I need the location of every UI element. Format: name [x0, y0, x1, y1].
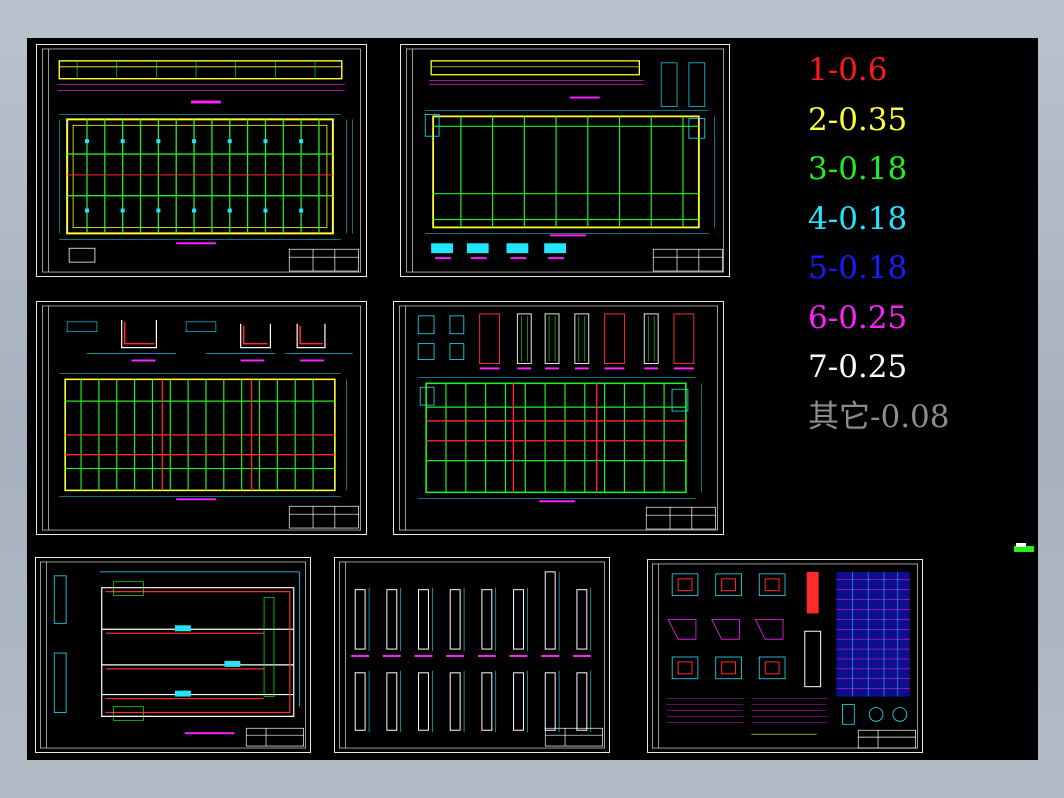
legend-item-1: 1-0.6 [808, 52, 888, 88]
sheet-6-drawing [339, 561, 605, 749]
drawing-sheet-7[interactable] [647, 559, 923, 753]
drawing-sheet-1[interactable] [36, 44, 367, 277]
cad-model-space[interactable] [27, 38, 1038, 760]
sheet-3-drawing [42, 305, 361, 531]
legend-item-6: 6-0.25 [808, 299, 908, 336]
legend-item-7: 7-0.25 [808, 349, 908, 385]
sheet-7-drawing [652, 563, 918, 749]
sheet-2-drawing [406, 48, 724, 273]
drawing-sheet-5[interactable] [35, 557, 311, 753]
drawing-sheet-6[interactable] [334, 557, 610, 753]
legend-item-5: 5-0.18 [808, 250, 908, 286]
legend-item-3: 3-0.18 [808, 151, 908, 187]
sheet-4-drawing [399, 305, 718, 531]
drawing-sheet-3[interactable] [36, 301, 367, 535]
drawing-sheet-2[interactable] [400, 44, 730, 277]
legend-item-other: 其它-0.08 [808, 398, 950, 435]
legend-item-2: 2-0.35 [808, 101, 908, 138]
sheet-5-drawing [40, 561, 306, 749]
ucs-marker-icon[interactable] [1013, 542, 1035, 554]
sheet-1-drawing [42, 48, 361, 273]
legend-item-4: 4-0.18 [808, 200, 908, 237]
drawing-sheet-4[interactable] [393, 301, 724, 535]
lineweight-legend: 1-0.6 2-0.35 3-0.18 4-0.18 5-0.18 6-0.25… [808, 46, 950, 442]
